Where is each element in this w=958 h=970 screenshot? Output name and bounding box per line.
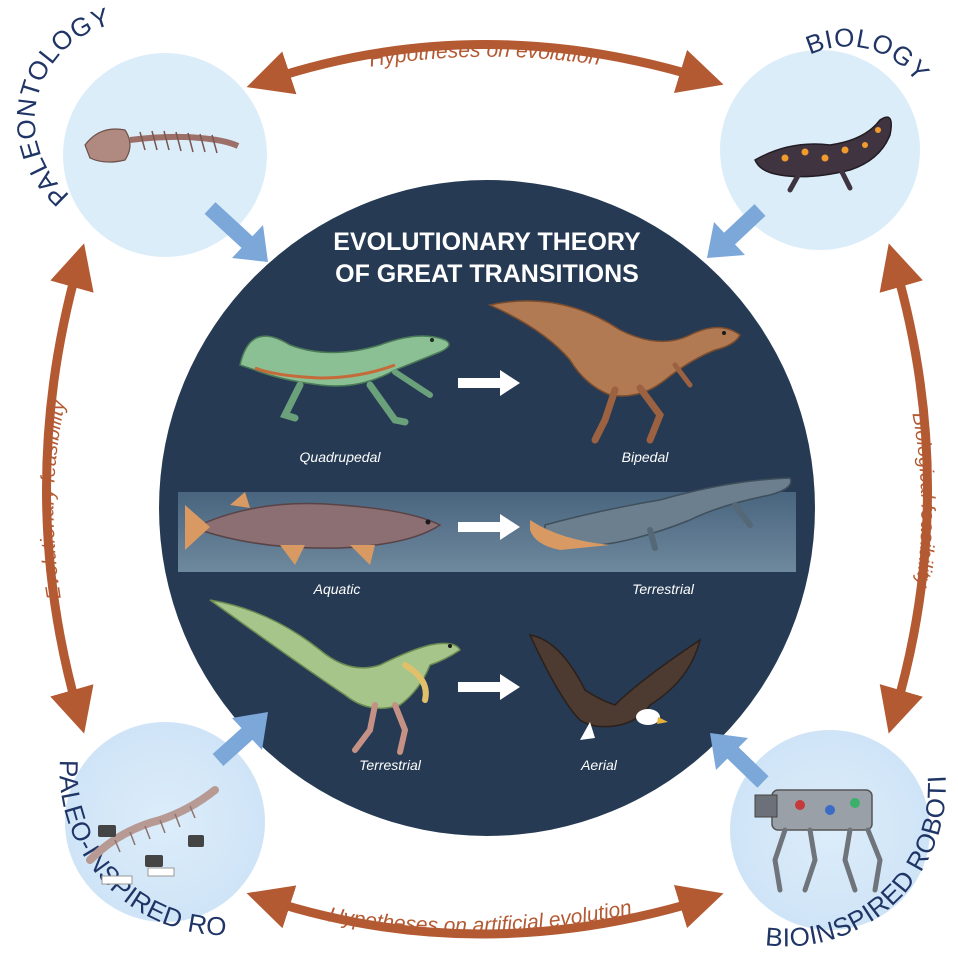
label-terrestrial-2: Terrestrial xyxy=(359,757,422,773)
label-bipedal: Bipedal xyxy=(622,449,670,465)
feed-arrow-bottom-right xyxy=(710,733,763,782)
relation-arrow-left xyxy=(47,265,79,712)
feed-arrow-bottom-left xyxy=(218,712,268,760)
label-aquatic: Aquatic xyxy=(313,581,361,597)
label-quadrupedal: Quadrupedal xyxy=(300,449,382,465)
center-title-line1: EVOLUTIONARY THEORY xyxy=(333,228,641,256)
relation-label-top: Hypotheses on evolution xyxy=(367,39,602,72)
relation-label-bottom: Hypotheses on artificial evolution xyxy=(327,896,634,937)
center-title-line2: OF GREAT TRANSITIONS xyxy=(335,260,639,288)
relation-label-right: Biological feasibility xyxy=(907,411,938,590)
label-aerial: Aerial xyxy=(580,757,618,773)
feed-arrow-top-right xyxy=(707,210,760,258)
label-terrestrial-1: Terrestrial xyxy=(632,581,695,597)
relation-label-left: Evolutionary feasibility xyxy=(37,397,71,601)
